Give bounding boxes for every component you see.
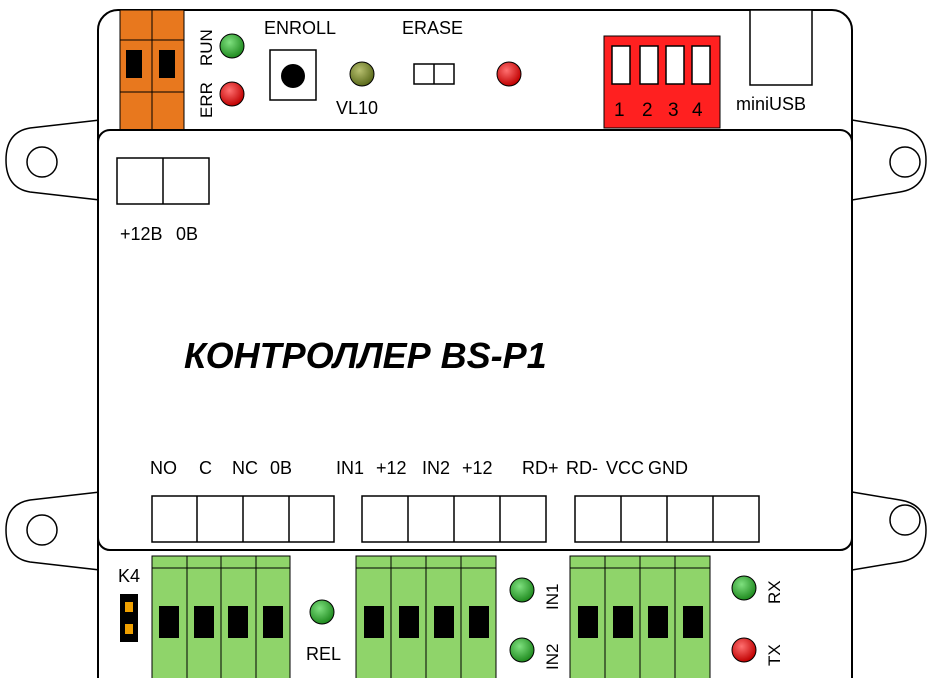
- in2-led: [509, 637, 535, 663]
- k4-label: K4: [118, 566, 140, 586]
- status-terminal-block: [119, 9, 185, 131]
- dip-switch-3[interactable]: [665, 45, 685, 85]
- terminal-label-12b: +12: [462, 458, 493, 478]
- in1-led: [509, 577, 535, 603]
- power-label-12v: +12В: [120, 224, 163, 244]
- terminal-label-vcc: VCC: [606, 458, 644, 478]
- erase-led: [496, 61, 522, 87]
- terminal-label-gnd: GND: [648, 458, 688, 478]
- enroll-label: ENROLL: [264, 18, 336, 38]
- power-terminal: [116, 157, 210, 205]
- terminal-label-rd-minus: RD-: [566, 458, 598, 478]
- power-label-0v: 0В: [176, 224, 198, 244]
- k4-jumper[interactable]: [120, 594, 138, 642]
- rx-label: RX: [765, 580, 784, 604]
- run-label: RUN: [197, 29, 216, 66]
- dip-number-3: 3: [668, 100, 679, 121]
- relay-terminal-labels: NO C NC 0В: [150, 458, 292, 478]
- mini-usb-port[interactable]: [749, 9, 813, 86]
- rx-led: [731, 575, 757, 601]
- dip-switch-2[interactable]: [639, 45, 659, 85]
- in2-label: IN2: [543, 644, 562, 670]
- err-led: [219, 81, 245, 107]
- reader-terminal-labels: RD+ RD- VCC GND: [522, 458, 688, 478]
- dip-number-2: 2: [642, 100, 653, 121]
- terminal-label-0v: 0В: [270, 458, 292, 478]
- input-terminal-labels: IN1 +12 IN2 +12: [336, 458, 493, 478]
- cover-panel: [97, 129, 853, 551]
- tx-label: TX: [765, 644, 784, 666]
- tx-led: [731, 637, 757, 663]
- terminal-label-nc: NC: [232, 458, 258, 478]
- device-title: КОНТРОЛЛЕР BS-P1: [184, 335, 547, 376]
- in1-label: IN1: [543, 584, 562, 610]
- relay-terminal-windows: [151, 495, 335, 543]
- dip-number-1: 1: [614, 100, 625, 121]
- mount-hole-bottom-left: [26, 514, 58, 546]
- dip-switch-4[interactable]: [691, 45, 711, 85]
- vl10-label: VL10: [336, 98, 378, 118]
- mounting-ear-top-right: [851, 119, 927, 201]
- mount-hole-bottom-right: [889, 504, 921, 536]
- relay-terminal-block: [151, 555, 291, 678]
- terminal-label-12a: +12: [376, 458, 407, 478]
- dip-switch-1[interactable]: [611, 45, 631, 85]
- enroll-button[interactable]: [281, 64, 305, 88]
- rel-led: [309, 599, 335, 625]
- reader-terminal-block: [569, 555, 711, 678]
- run-led: [219, 33, 245, 59]
- erase-label: ERASE: [402, 18, 463, 38]
- vl10-led: [349, 61, 375, 87]
- rel-label: REL: [306, 644, 341, 664]
- dip-number-4: 4: [692, 100, 703, 121]
- terminal-label-in1: IN1: [336, 458, 364, 478]
- mini-usb-label: miniUSB: [736, 94, 806, 114]
- input-terminal-block: [355, 555, 497, 678]
- err-label: ERR: [197, 82, 216, 118]
- reader-terminal-windows: [574, 495, 760, 543]
- mount-hole-top-right: [889, 146, 921, 178]
- terminal-label-no: NO: [150, 458, 177, 478]
- mount-hole-top-left: [26, 146, 58, 178]
- terminal-label-in2: IN2: [422, 458, 450, 478]
- dip-switch[interactable]: 1 2 3 4: [603, 35, 721, 129]
- input-terminal-windows: [361, 495, 547, 543]
- enroll-button-frame: [269, 49, 317, 101]
- terminal-label-c: C: [199, 458, 212, 478]
- erase-jumper[interactable]: [413, 63, 455, 85]
- terminal-label-rd-plus: RD+: [522, 458, 559, 478]
